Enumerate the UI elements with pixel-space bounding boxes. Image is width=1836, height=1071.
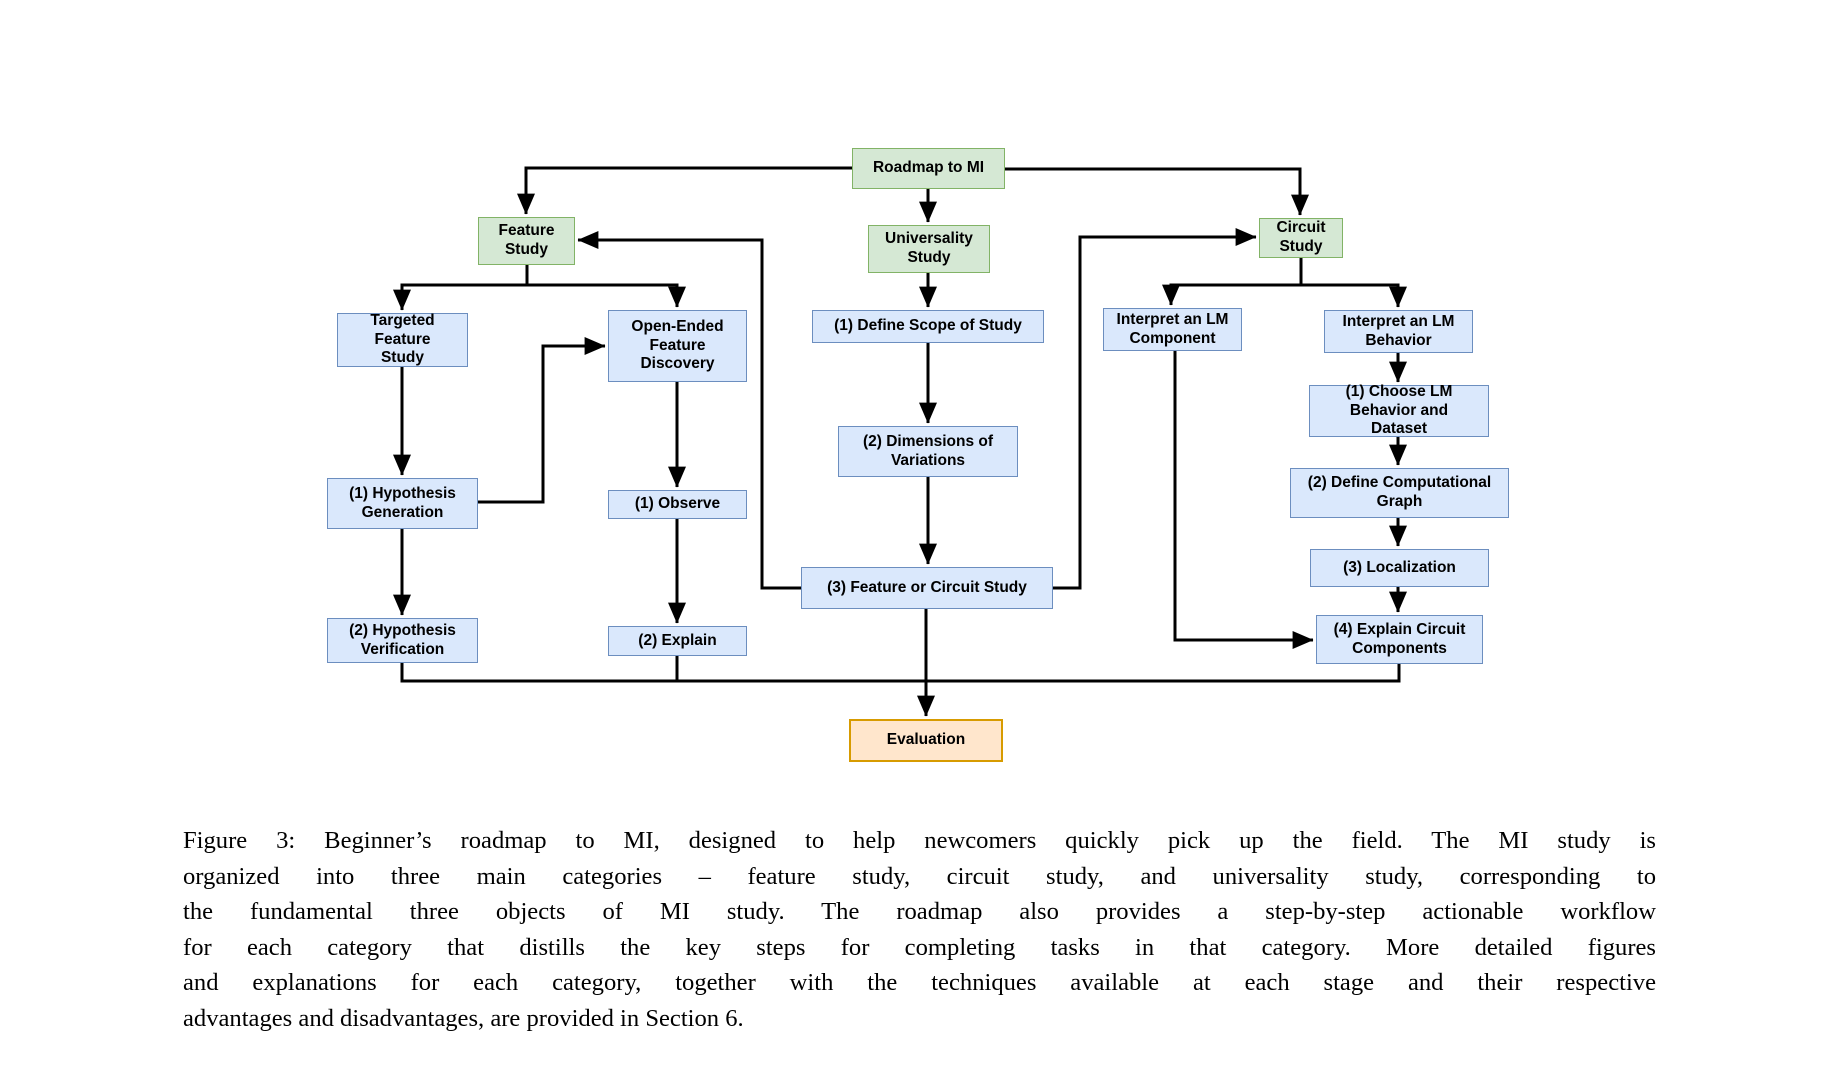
caption-line: organized into three main categories – f… (183, 862, 1656, 890)
node-label: Circuit Study (1276, 219, 1326, 255)
caption-line: the fundamental three objects of MI stud… (183, 898, 1656, 926)
node-label: (2) Dimensions of Variations (862, 432, 994, 469)
connector-layer (393, 166, 1407, 717)
connector-feature-or-circuit-to-feature-study (577, 231, 801, 590)
node-interpret-lm-component: Interpret an LM Component (1103, 308, 1242, 351)
node-label: (3) Localization (1343, 558, 1456, 576)
node-label: (1) Hypothesis Generation (349, 484, 456, 521)
caption-line: Figure 3: Beginner’s roadmap to MI, desi… (183, 827, 1656, 854)
node-label: (2) Explain (638, 631, 717, 649)
node-dimensions-of-variations: (2) Dimensions of Variations (838, 426, 1018, 477)
node-label: Evaluation (886, 731, 966, 749)
connector-feature-or-circuit-to-circuit-study (1053, 228, 1257, 590)
node-hypothesis-verification: (2) Hypothesis Verification (327, 618, 478, 663)
caption-line: advantages and disadvantages, are provid… (183, 1004, 744, 1032)
node-circuit-study: Circuit Study (1259, 218, 1343, 258)
node-evaluation: Evaluation (849, 719, 1003, 762)
node-label: (1) Define Scope of Study (834, 317, 1022, 335)
node-define-scope-of-study: (1) Define Scope of Study (812, 310, 1044, 343)
node-label: Interpret an LM Behavior (1342, 312, 1455, 349)
node-label: Open-Ended Feature Discovery (631, 317, 724, 373)
connector-roadmap-to-feature-study (517, 166, 852, 215)
node-universality-study: Universality Study (868, 225, 990, 273)
node-define-computational-graph: (2) Define Computational Graph (1290, 468, 1509, 518)
connector-roadmap-to-circuit-study (1005, 167, 1309, 216)
node-open-ended-feature-discovery: Open-Ended Feature Discovery (608, 310, 747, 382)
node-feature-or-circuit-study: (3) Feature or Circuit Study (801, 567, 1053, 609)
caption-line: and explanations for each category, toge… (183, 969, 1656, 997)
figure-caption: Figure 3: Beginner’s roadmap to MI, desi… (183, 823, 1656, 1037)
node-explain: (2) Explain (608, 626, 747, 656)
connector-circuit-study-to-component (1162, 283, 1301, 306)
node-label: (1) Choose LM Behavior and Dataset (1345, 382, 1453, 438)
node-label: Roadmap to MI (872, 159, 985, 177)
node-label: Interpret an LM Component (1116, 310, 1229, 347)
node-choose-lm-behavior-dataset: (1) Choose LM Behavior and Dataset (1309, 382, 1489, 438)
node-hypothesis-generation: (1) Hypothesis Generation (327, 478, 478, 529)
node-localization: (3) Localization (1310, 549, 1489, 587)
node-label: (1) Observe (634, 495, 721, 513)
node-label: (3) Feature or Circuit Study (827, 578, 1027, 596)
node-roadmap-to-mi: Roadmap to MI (852, 148, 1005, 189)
node-label: Universality Study (885, 230, 973, 266)
node-label: Feature Study (498, 222, 555, 258)
caption-line: for each category that distills the key … (183, 933, 1656, 961)
connector-feature-study-to-open-ended (527, 283, 686, 308)
node-feature-study: Feature Study (478, 217, 575, 265)
node-label: (4) Explain Circuit Components (1333, 620, 1466, 657)
connector-bottom-bus (400, 663, 1401, 683)
connector-component-to-explain-circuit (1173, 351, 1314, 649)
connector-feature-study-to-targeted (393, 283, 527, 311)
node-observe: (1) Observe (608, 490, 747, 519)
node-label: (2) Define Computational Graph (1307, 474, 1492, 510)
node-explain-circuit-components: (4) Explain Circuit Components (1316, 615, 1483, 664)
node-label: (2) Hypothesis Verification (349, 621, 456, 658)
connector-circuit-study-to-behavior (1301, 283, 1407, 308)
node-targeted-feature-study: Targeted Feature Study (337, 311, 468, 367)
node-label: Targeted Feature Study (370, 311, 435, 367)
node-interpret-lm-behavior: Interpret an LM Behavior (1324, 310, 1473, 353)
connector-hypothesis-generation-to-open-ended (478, 337, 606, 504)
